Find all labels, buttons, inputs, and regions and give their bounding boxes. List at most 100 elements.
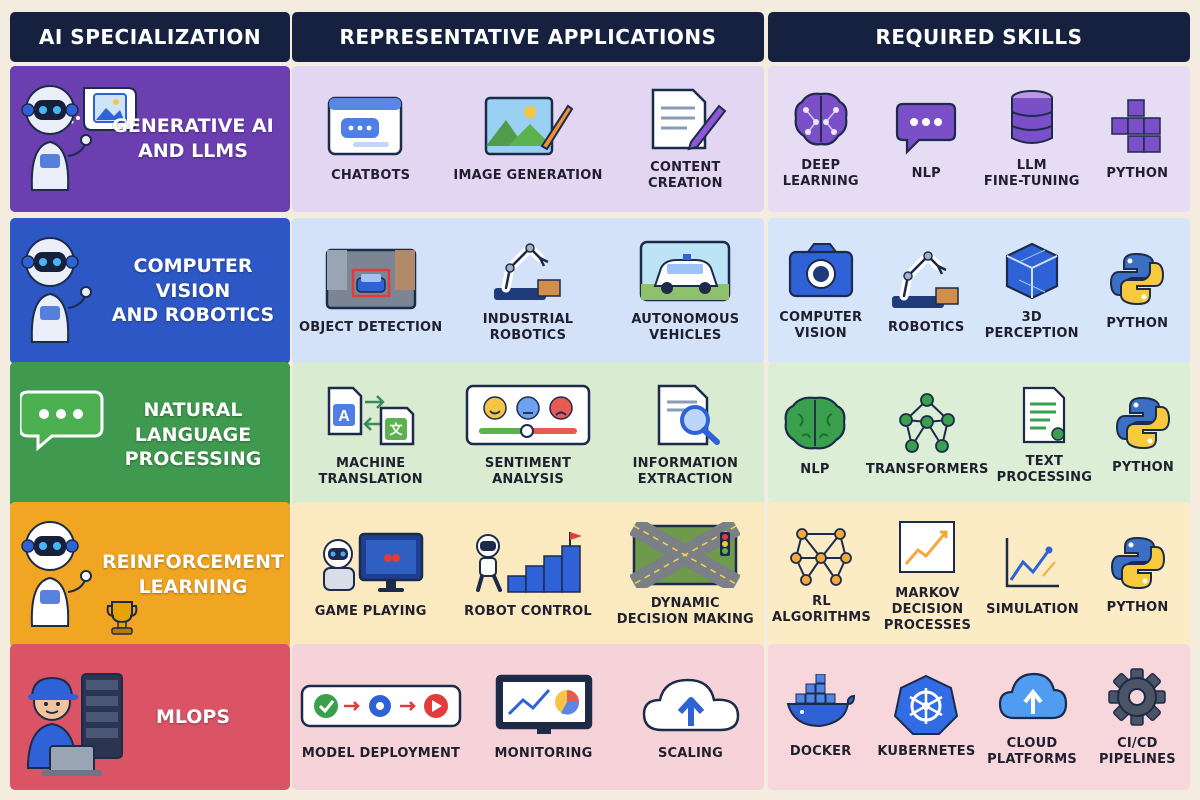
application-item: IMAGE GENERATION — [449, 66, 606, 212]
application-item: OBJECT DETECTION — [292, 218, 449, 364]
speech-bubble-icon — [893, 96, 959, 158]
docker-whale-icon — [784, 673, 858, 736]
specialization-title: Computer Vision and Robotics — [111, 254, 275, 327]
text-document-icon — [1016, 384, 1072, 446]
application-label: DYNAMIC DECISION MAKING — [616, 595, 754, 627]
specialization-cell: Reinforcement Learning — [10, 502, 290, 648]
table-row: Generative AI and LLMsCHATBOTS IMAGE GENE… — [10, 66, 1190, 212]
brain-icon — [780, 392, 850, 454]
skill-item: COMPUTER VISION — [768, 218, 874, 364]
application-label: GAME PLAYING — [314, 603, 427, 619]
application-label: IMAGE GENERATION — [453, 167, 603, 183]
robot-arm-icon — [480, 238, 576, 304]
skill-label: TRANSFORMERS — [865, 461, 989, 477]
skill-item: NLP — [768, 362, 862, 508]
application-item: DYNAMIC DECISION MAKING — [607, 502, 764, 648]
chatbot-window-icon — [323, 94, 419, 160]
skill-label: SIMULATION — [986, 601, 1079, 617]
application-label: ROBOT CONTROL — [464, 603, 592, 619]
kubernetes-wheel-icon — [893, 674, 959, 736]
application-label: CHATBOTS — [331, 167, 411, 183]
trend-chart-icon — [894, 516, 960, 578]
magnifier-document-icon — [637, 382, 733, 448]
skill-item: DEEP LEARNING — [768, 66, 874, 212]
game-screen-icon — [316, 530, 426, 596]
skill-label: DOCKER — [789, 743, 852, 759]
skill-item: PYTHON — [1096, 362, 1190, 508]
skill-label: LLM FINE-TUNING — [983, 157, 1080, 189]
skill-item: 3D PERCEPTION — [979, 218, 1085, 364]
skill-item: PYTHON — [1085, 218, 1191, 364]
3d-cube-icon — [1001, 240, 1063, 302]
table-row: Natural Language Processing A文 MACHINE TRA… — [10, 362, 1190, 508]
skill-label: NLP — [911, 165, 941, 181]
skill-item: PYTHON — [1085, 502, 1190, 648]
application-item: SENTIMENT ANALYSIS — [449, 362, 606, 508]
skill-label: NLP — [800, 461, 830, 477]
application-item: AUTONOMOUS VEHICLES — [607, 218, 764, 364]
sentiment-faces-icon — [463, 382, 593, 448]
graph-nodes-icon — [788, 524, 854, 586]
skill-label: CI/CD PIPELINES — [1098, 735, 1176, 767]
database-icon — [1006, 88, 1058, 150]
specialization-cell: MLOps — [10, 644, 290, 790]
application-label: MONITORING — [494, 745, 593, 761]
application-item: CHATBOTS — [292, 66, 449, 212]
skills-cell: NLP TRANSFORMERS TEXT PROCESSING PYTHON — [768, 362, 1190, 508]
dashboard-chart-icon — [491, 672, 597, 738]
specialization-cell: Generative AI and LLMs — [10, 66, 290, 212]
car-detection-icon — [323, 246, 419, 312]
specialization-title: MLOps — [155, 705, 231, 728]
cloud-icon — [996, 666, 1068, 728]
skill-label: DEEP LEARNING — [782, 157, 859, 189]
camera-icon — [786, 240, 856, 302]
line-chart-icon — [999, 532, 1065, 594]
skill-label: PYTHON — [1112, 459, 1174, 475]
skill-item: CLOUD PLATFORMS — [979, 644, 1084, 790]
application-label: AUTONOMOUS VEHICLES — [631, 311, 740, 343]
python-cubes-icon — [1108, 96, 1166, 158]
chat-bubble-icon — [18, 376, 138, 498]
application-item: SCALING — [617, 644, 764, 790]
skill-label: ROBOTICS — [888, 319, 965, 335]
document-pencil-icon — [637, 86, 733, 152]
engineer-avatar — [20, 658, 138, 780]
application-label: MACHINE TRANSLATION — [318, 455, 423, 487]
skill-label: RL ALGORITHMS — [772, 593, 871, 625]
skill-item: RL ALGORITHMS — [768, 502, 875, 648]
skill-item: MARKOV DECISION PROCESSES — [875, 502, 980, 648]
robot-mascot-icon — [20, 80, 138, 202]
network-nodes-icon — [894, 392, 960, 454]
skill-label: TEXT PROCESSING — [996, 453, 1093, 485]
application-label: OBJECT DETECTION — [298, 319, 443, 335]
python-icon — [1108, 250, 1166, 308]
skill-label: CLOUD PLATFORMS — [987, 735, 1077, 767]
application-item: INFORMATION EXTRACTION — [607, 362, 764, 508]
robot-arm-icon — [878, 246, 974, 312]
skill-item: TRANSFORMERS — [862, 362, 993, 508]
gear-icon — [1106, 666, 1168, 728]
svg-text:文: 文 — [389, 422, 403, 438]
application-item: INDUSTRIAL ROBOTICS — [449, 218, 606, 364]
skill-item: SIMULATION — [980, 502, 1085, 648]
specialization-title: Natural Language Processing — [124, 398, 262, 471]
application-label: INFORMATION EXTRACTION — [632, 455, 739, 487]
skill-item: KUBERNETES — [873, 644, 979, 790]
skill-label: 3D PERCEPTION — [984, 309, 1079, 341]
robot-stairs-icon — [468, 530, 588, 596]
skill-label: COMPUTER VISION — [779, 309, 863, 341]
applications-cell: GAME PLAYING ROBOT CONTROL DYNAMIC DECISIO… — [292, 502, 764, 648]
skill-item: LLM FINE-TUNING — [979, 66, 1085, 212]
skill-item: PYTHON — [1085, 66, 1191, 212]
pipeline-icon — [296, 672, 466, 738]
application-label: INDUSTRIAL ROBOTICS — [482, 311, 574, 343]
self-driving-car-icon — [637, 238, 733, 304]
robot-mascot-icon — [20, 232, 138, 354]
